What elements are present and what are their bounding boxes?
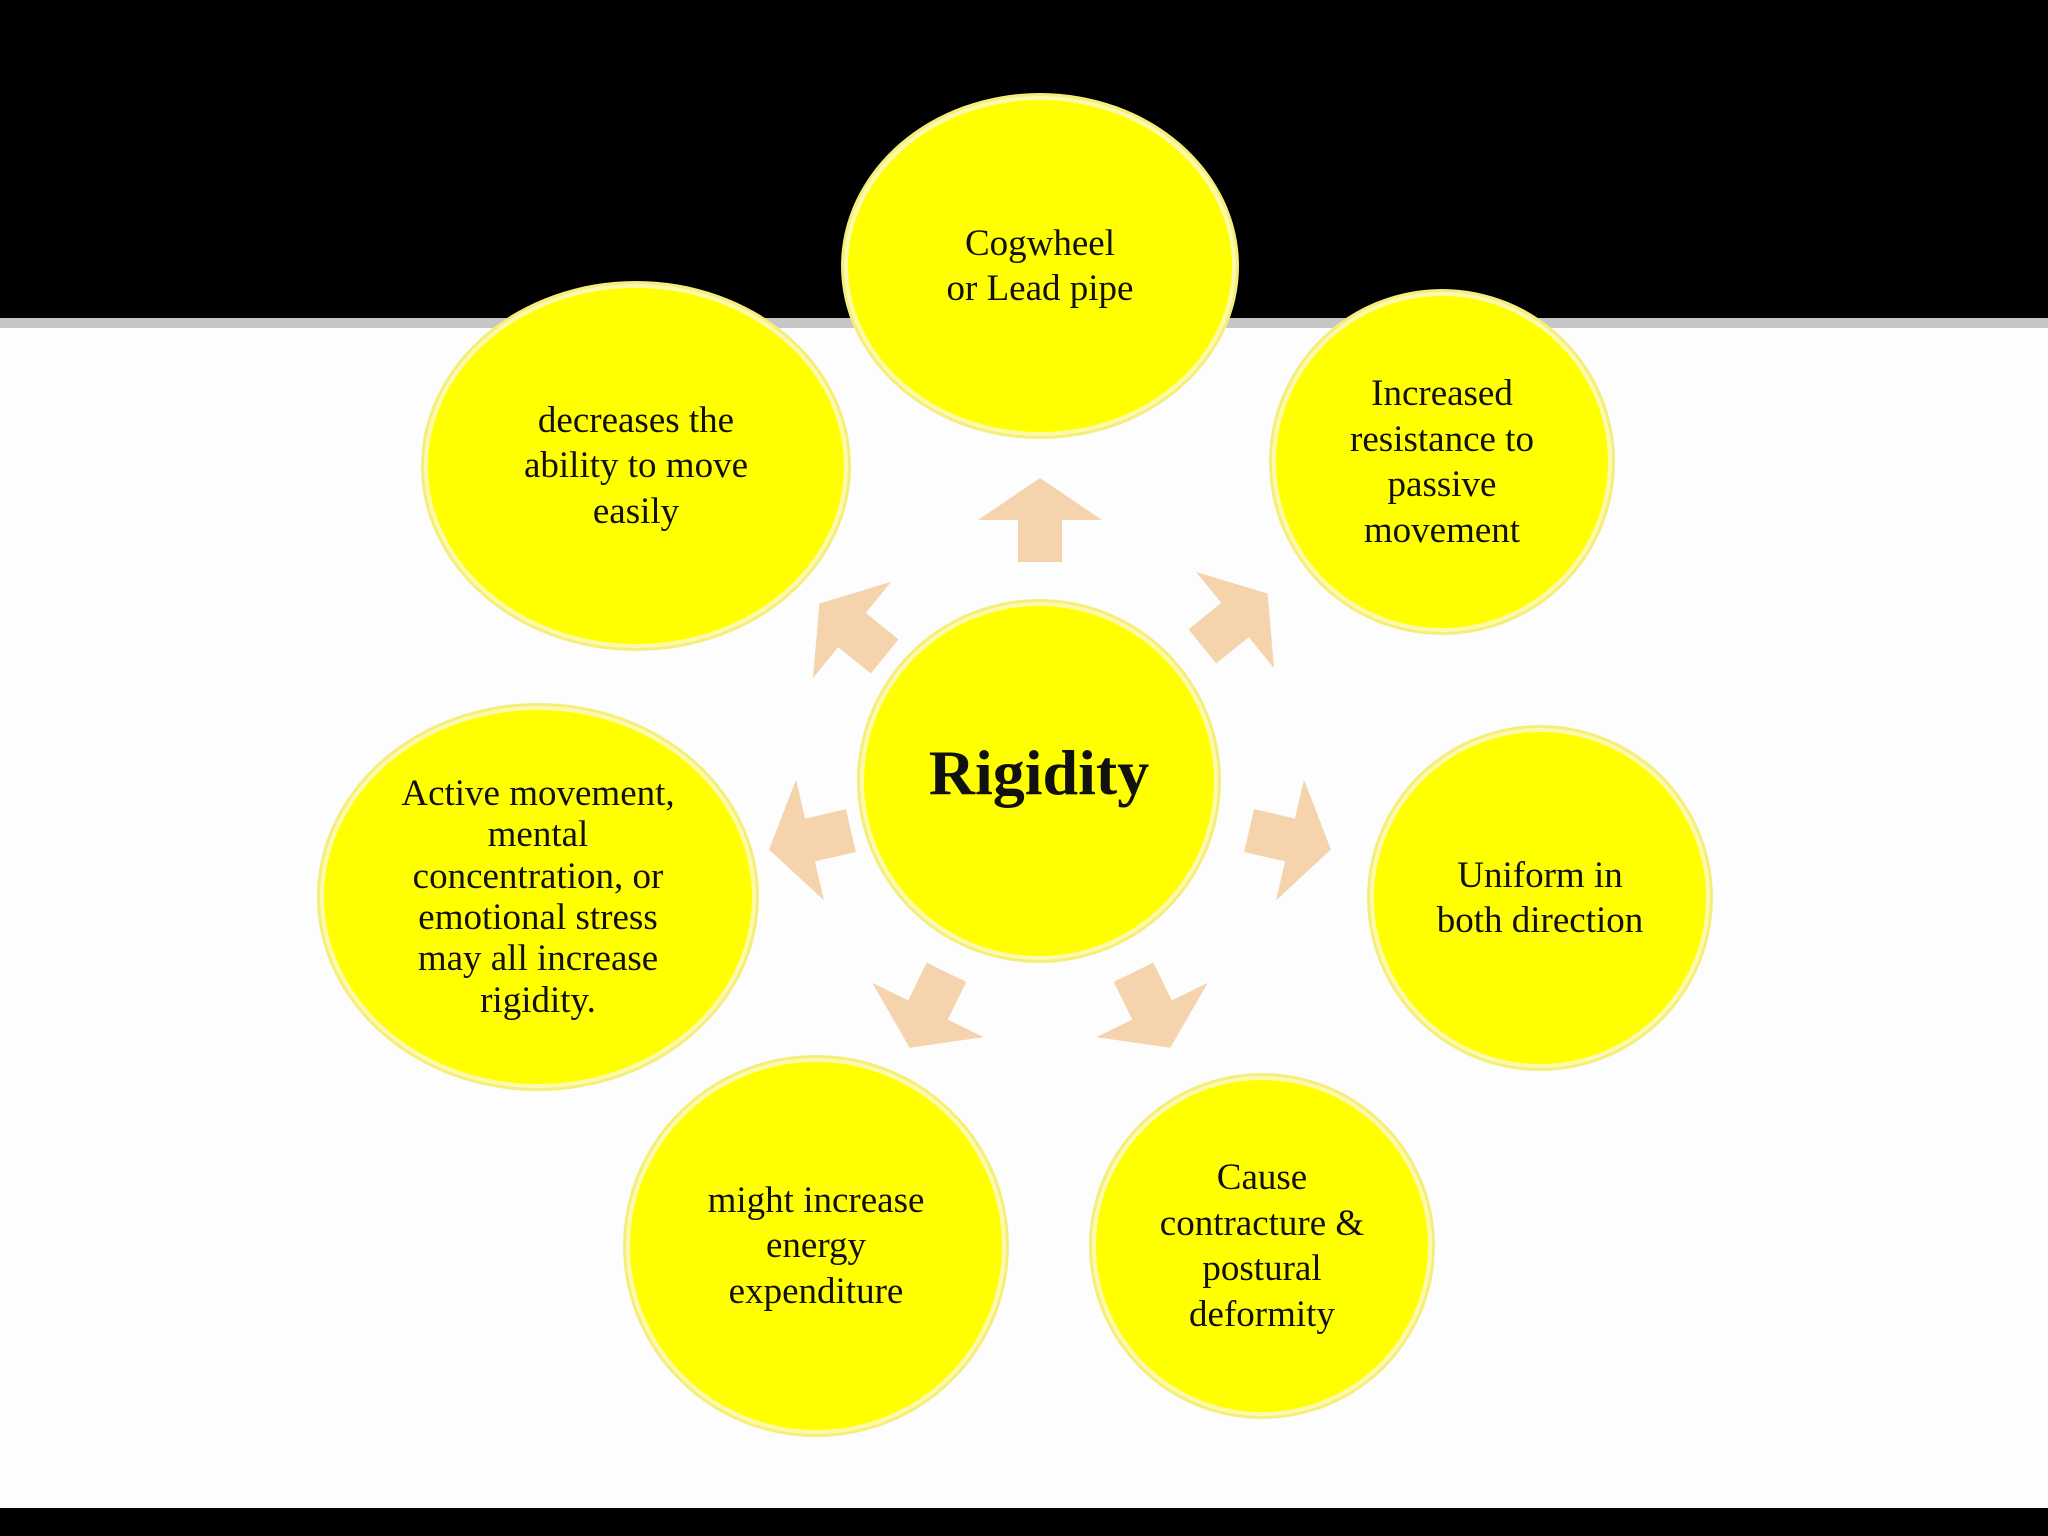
node-right: Uniform in both direction	[1370, 728, 1710, 1068]
node-lower-left: might increase energy expenditure	[626, 1058, 1006, 1434]
footer-band	[0, 1508, 2048, 1536]
node-lower-right: Cause contracture & postural deformity	[1092, 1076, 1432, 1416]
node-top: Cogwheel or Lead pipe	[844, 96, 1236, 436]
node-upper-right: Increased resistance to passive movement	[1272, 292, 1612, 632]
node-top-label: Cogwheel or Lead pipe	[946, 222, 1134, 310]
node-upper-left-label: decreases the ability to move easily	[523, 399, 749, 532]
node-lower-left-label: might increase energy expenditure	[707, 1179, 925, 1312]
node-left-label: Active movement, mental concentration, o…	[401, 772, 675, 1021]
node-right-label: Uniform in both direction	[1436, 854, 1644, 942]
center-node-label: Rigidity	[928, 736, 1150, 808]
arrow-to-top	[978, 478, 1102, 562]
node-upper-right-label: Increased resistance to passive movement	[1350, 373, 1534, 551]
center-node: Rigidity	[860, 602, 1218, 960]
node-left: Active movement, mental concentration, o…	[320, 706, 756, 1088]
node-upper-left: decreases the ability to move easily	[424, 284, 848, 648]
arrow-to-upper-left	[812, 581, 899, 679]
arrow-to-left	[769, 779, 856, 901]
node-lower-right-label: Cause contracture & postural deformity	[1159, 1157, 1365, 1335]
arrow-to-lower-left	[872, 962, 984, 1048]
arrow-to-lower-right	[1096, 962, 1208, 1048]
arrow-to-right	[1244, 779, 1331, 901]
arrow-to-upper-right	[1188, 571, 1275, 669]
